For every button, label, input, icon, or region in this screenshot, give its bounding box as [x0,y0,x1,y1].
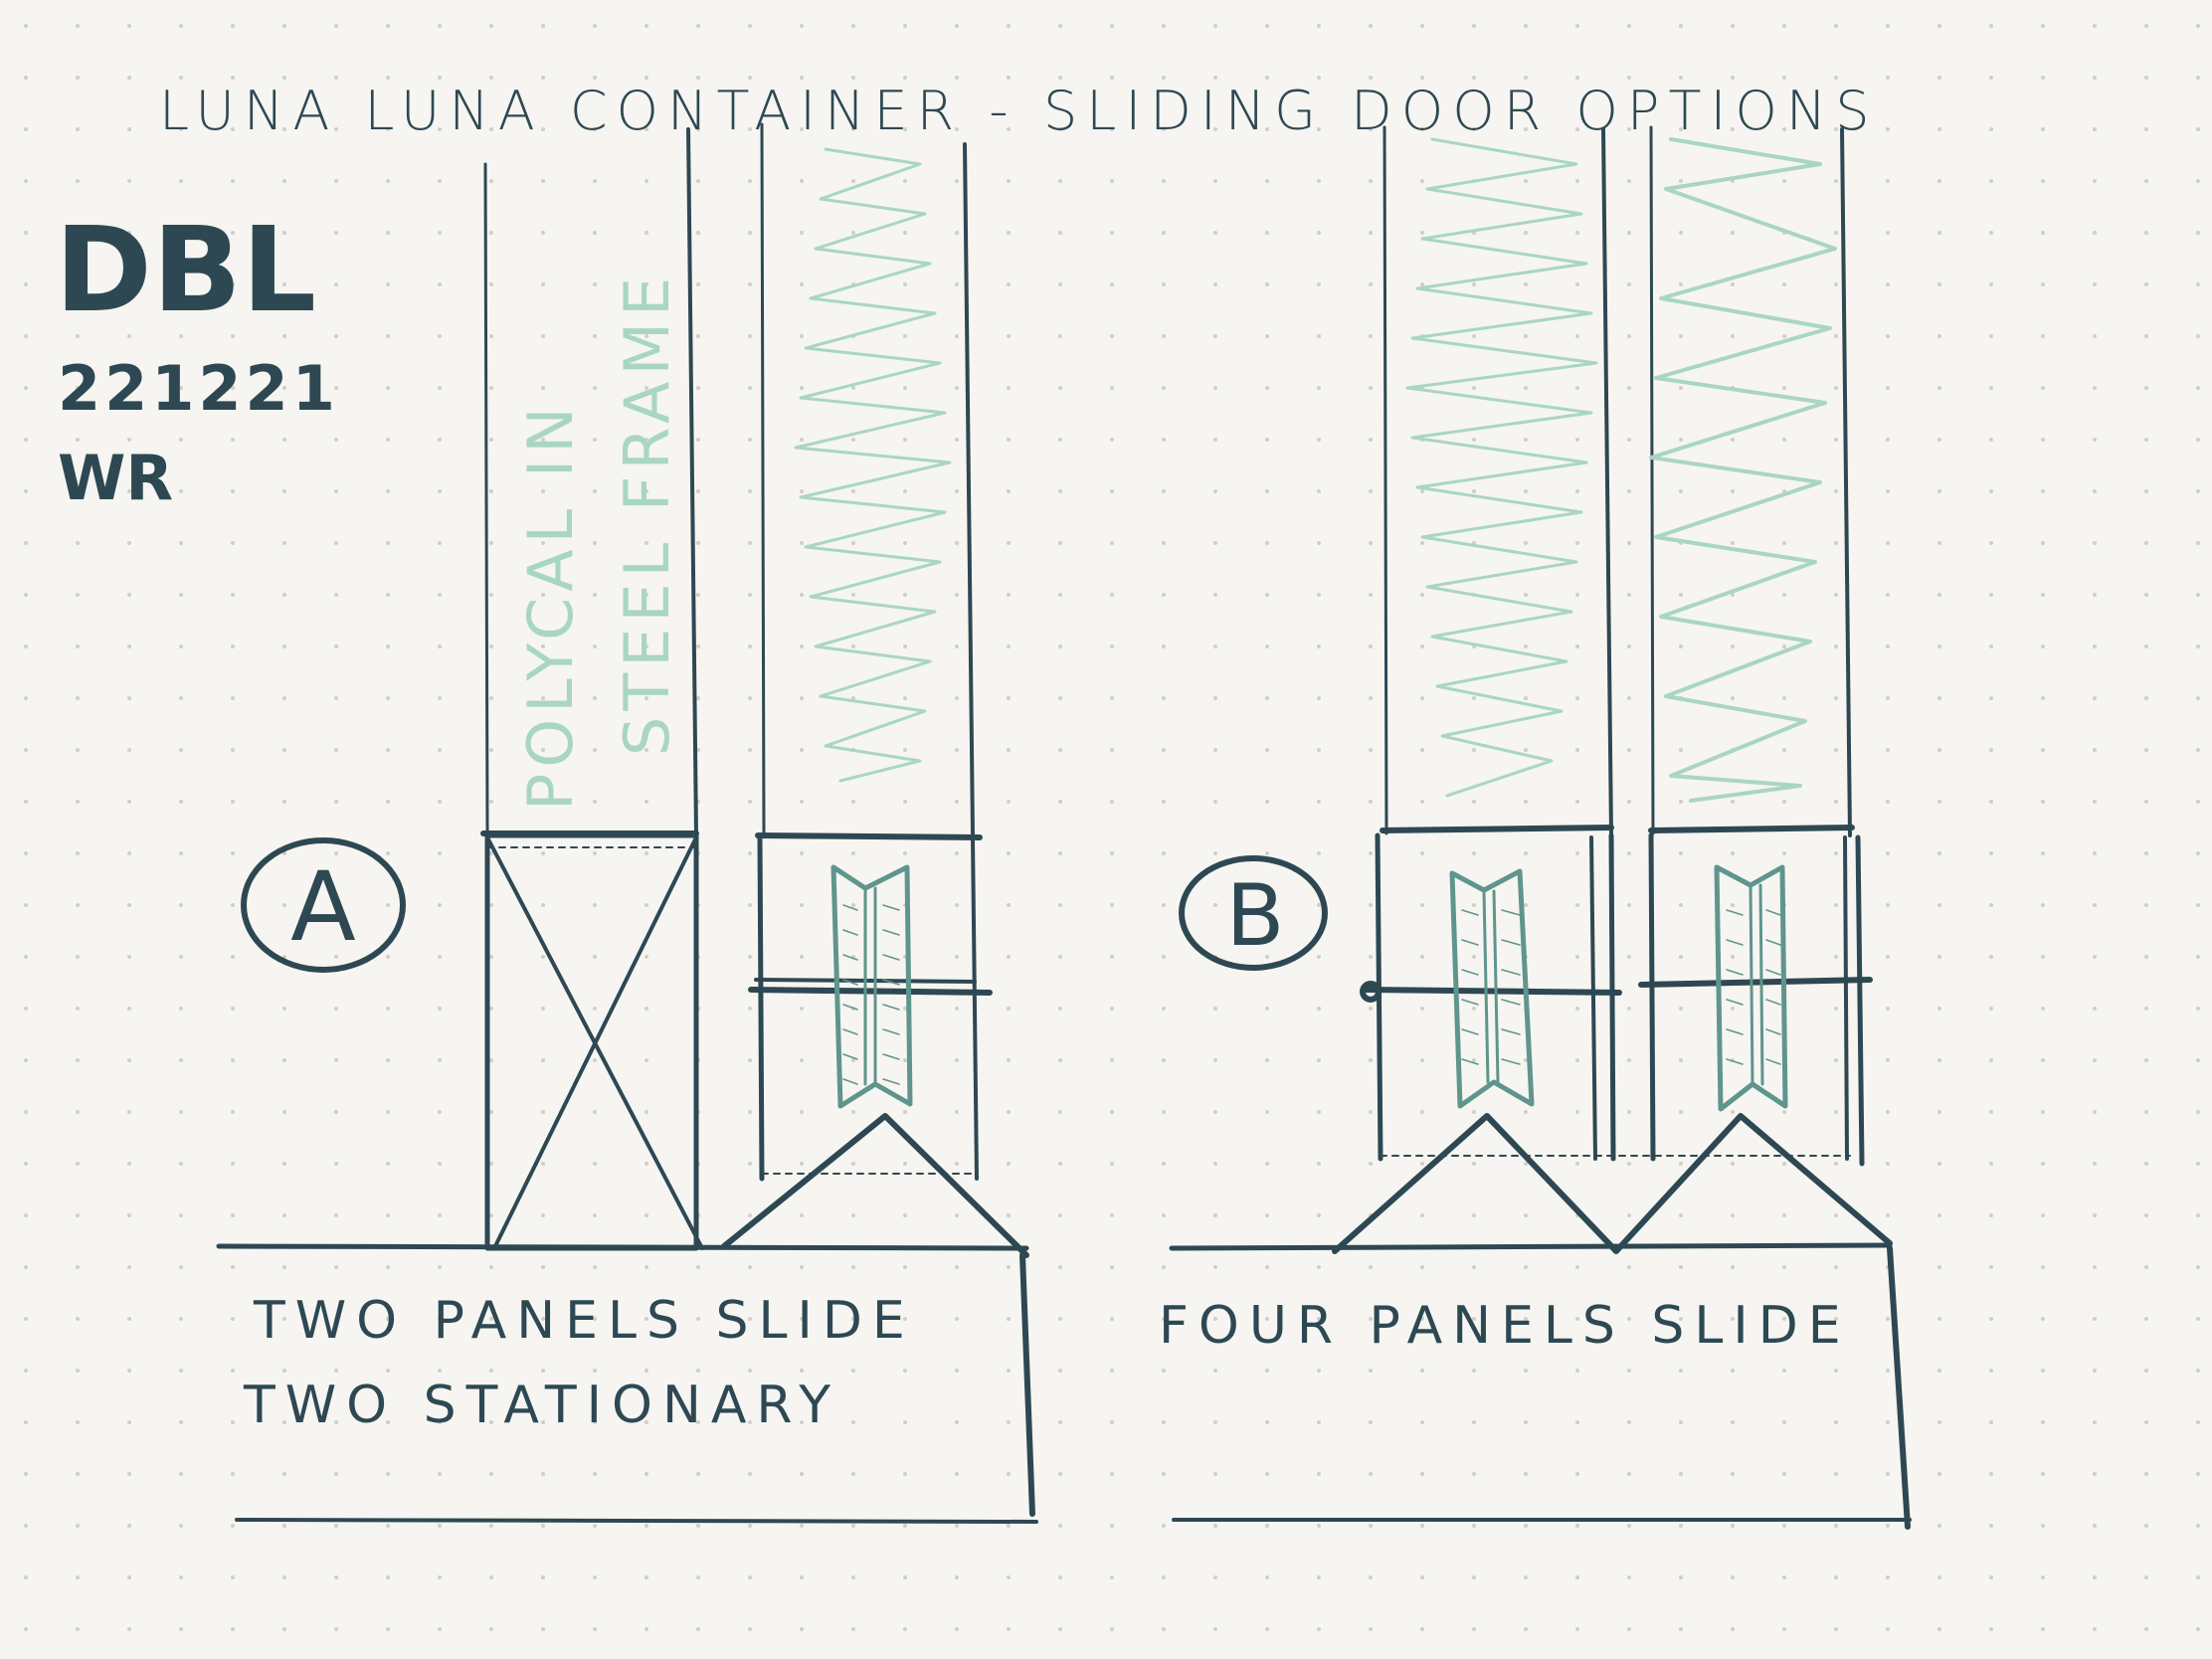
sketch-date: 221221 [58,352,339,425]
option-a-label-circle [241,837,406,973]
author-initials: DBL [55,201,316,338]
sketch-title: LUNA LUNA CONTAINER - SLIDING DOOR OPTIO… [159,80,1879,142]
option-a-elevation: POLYCAL IN STEEL FRAME A TWO PANELS SLID… [216,122,1038,1524]
option-b-caption-line1: FOUR PANELS SLIDE [1159,1296,1851,1356]
option-a-caption-line1: TWO PANELS SLIDE [253,1291,915,1351]
option-a-material-note-line1: POLYCAL IN [514,401,587,811]
option-a-label: A [290,851,356,963]
option-b-label-circle [1179,855,1328,971]
option-b-label: B [1226,866,1285,966]
option-a-caption-line2: TWO STATIONARY [243,1376,840,1435]
option-a-material-note-line2: STEEL FRAME [611,272,683,756]
option-b-elevation: B FOUR PANELS SLIDE [1159,125,1912,1530]
sketch-note: WR [58,442,173,514]
